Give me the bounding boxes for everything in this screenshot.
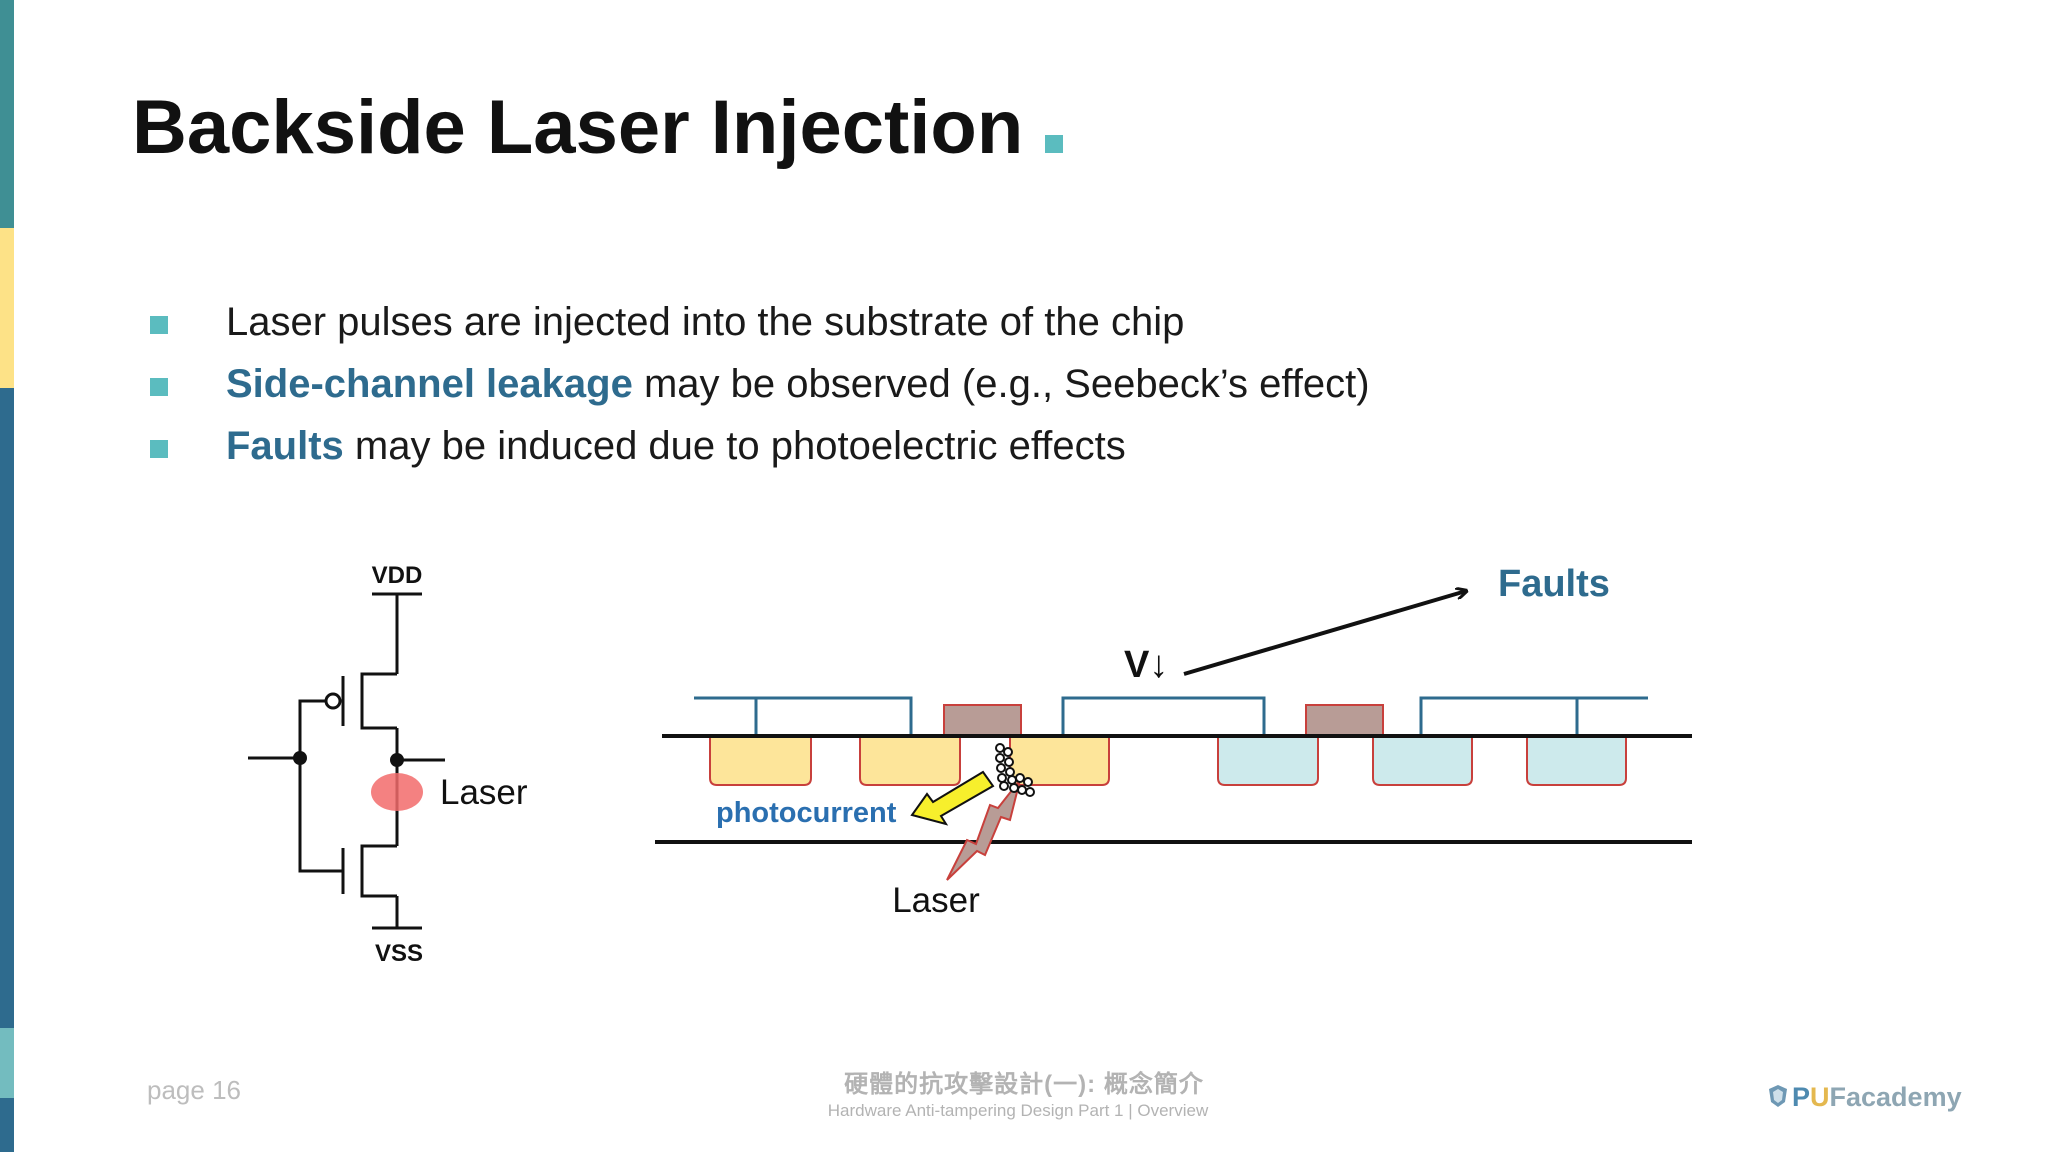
circuit-laser-label: Laser [440,773,528,812]
photocurrent-arrow-icon [910,770,995,826]
pufacademy-logo: PUFacademy [1768,1082,1962,1113]
output-node-dot [390,753,404,767]
bullet-text: may be observed (e.g., Seebeck’s effect) [632,362,1370,406]
page-number: page 16 [147,1075,241,1105]
gate-1 [943,704,1022,736]
inverter-schematic: VDD VSS Laser [248,562,528,967]
logo-shield-icon [1769,1085,1787,1107]
course-title-en: Hardware Anti-tampering Design Part 1 | … [827,1101,1209,1120]
p-well-3 [1526,738,1627,786]
metal-line-2 [1061,696,1266,735]
photocurrent-label: photocurrent [716,797,897,829]
laser-bolt-icon [946,779,1021,881]
pmos-transistor [298,672,397,838]
p-well-1 [1217,738,1319,786]
p-well-2 [1372,738,1473,786]
cross-section-laser-label: Laser [892,881,980,920]
bullet-square-icon [150,316,168,334]
n-well-1 [709,738,812,786]
vdd-label: VDD [372,562,423,589]
slide-title: Backside Laser Injection [132,84,1064,171]
bullet-highlight: Faults [226,424,344,468]
course-title-zh: 硬體的抗攻擊設計(一): 概念簡介 [844,1071,1204,1098]
bullet-text: Laser pulses are injected into the subst… [226,300,1185,344]
course-footer: 硬體的抗攻擊設計(一): 概念簡介 Hardware Anti-tamperin… [0,1064,2048,1121]
vss-label: VSS [375,940,423,967]
laser-spot [371,773,423,811]
title-accent-square [1045,135,1064,153]
metal-line-1 [694,696,913,735]
n-well-2 [859,738,961,786]
voltage-drop-label: V↓ [1124,644,1168,686]
gate-2 [1305,704,1384,736]
fault-arrow [1183,591,1466,676]
bullet-highlight: Side-channel leakage [226,362,633,406]
input-node-dot [293,751,307,765]
faults-label: Faults [1498,563,1610,605]
sidebar-accent-strip [0,0,14,1152]
nmos-transistor [298,758,397,898]
bullet-square-icon [150,378,168,396]
carrier-circles [995,743,1035,797]
bullet-text: may be induced due to photoelectric effe… [343,424,1126,468]
chip-cross-section: Laser photocurrent V↓ Faults [655,563,1692,920]
bullet-square-icon [150,440,168,458]
metal-line-3 [1419,696,1648,735]
